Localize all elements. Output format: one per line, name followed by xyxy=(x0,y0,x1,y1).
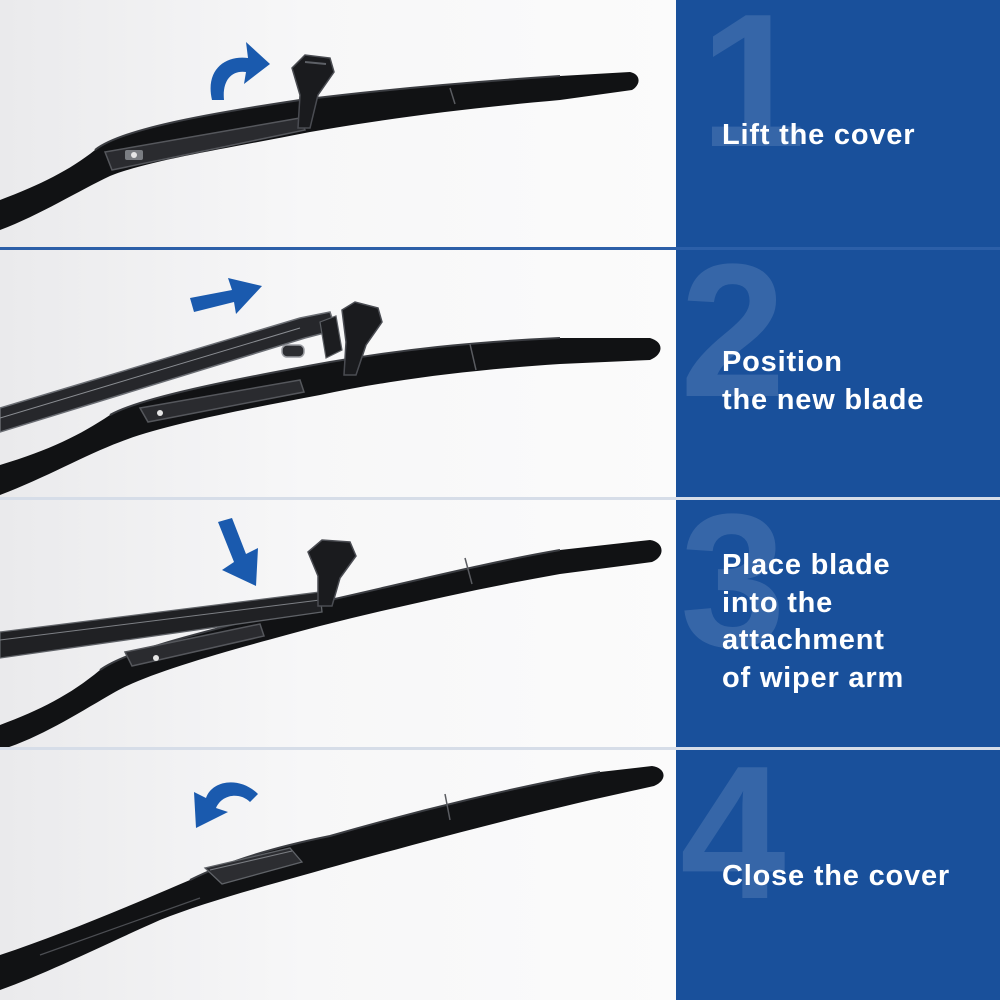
divider xyxy=(0,497,1000,500)
step-caption: Position the new blade xyxy=(722,344,924,419)
caption-line: of wiper arm xyxy=(722,662,905,695)
caption-line: Place blade xyxy=(722,549,891,581)
caption-line: attachment xyxy=(722,624,885,657)
step-3-panel: 3 Place blade into the attachment of wip… xyxy=(0,500,1000,747)
wiper-blade-image xyxy=(0,278,661,495)
step-1-photo xyxy=(0,0,676,247)
wiper-blade-image xyxy=(0,518,662,747)
divider xyxy=(0,747,1000,750)
step-1-panel: 1 Lift the cover xyxy=(0,0,1000,247)
curved-arrow-up-right-icon xyxy=(210,42,270,100)
step-2-side: 2 Position the new blade xyxy=(676,250,1000,497)
step-caption: Place blade into the attachment of wiper… xyxy=(722,547,904,698)
step-number: 3 xyxy=(680,500,786,687)
wiper-blade-image xyxy=(0,766,664,990)
step-4-panel: 4 Close the cover xyxy=(0,750,1000,1000)
step-4-photo xyxy=(0,750,676,1000)
step-1-side: 1 Lift the cover xyxy=(676,0,1000,247)
step-number: 4 xyxy=(680,750,786,939)
step-number: 1 xyxy=(700,0,806,187)
step-caption: Lift the cover xyxy=(722,119,916,151)
step-2-panel: 2 Position the new blade xyxy=(0,250,1000,497)
caption-line: into the xyxy=(722,586,834,619)
caption-line: Position xyxy=(722,346,843,378)
divider xyxy=(0,247,1000,250)
step-3-side: 3 Place blade into the attachment of wip… xyxy=(676,500,1000,747)
step-caption: Close the cover xyxy=(722,860,950,892)
caption-line: the new blade xyxy=(722,383,925,416)
wiper-blade-image xyxy=(0,42,639,230)
arrow-down-icon xyxy=(218,518,258,586)
arrow-right-icon xyxy=(190,278,262,314)
step-3-photo xyxy=(0,500,676,747)
curved-arrow-left-icon xyxy=(194,782,258,828)
step-2-photo xyxy=(0,250,676,497)
step-4-side: 4 Close the cover xyxy=(676,750,1000,1000)
step-number: 2 xyxy=(680,250,786,437)
